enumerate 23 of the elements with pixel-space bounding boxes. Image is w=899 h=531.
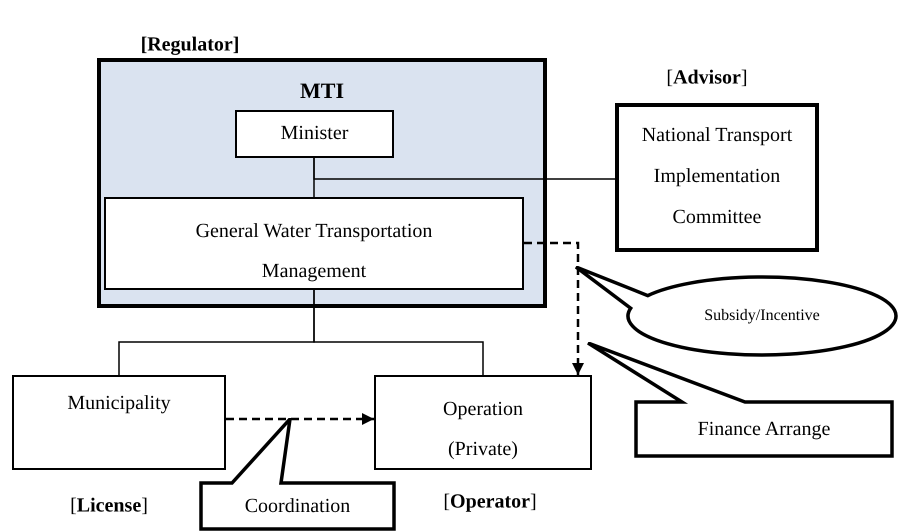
process-box xyxy=(615,103,819,252)
role-label: [Operator] xyxy=(443,490,537,514)
role-label: [Advisor] xyxy=(666,66,748,90)
process-box xyxy=(12,375,226,470)
process-box xyxy=(104,197,524,290)
arrow xyxy=(524,242,584,375)
callout-text: Coordination xyxy=(244,494,352,518)
organization-panel xyxy=(97,58,547,308)
box-label: Operation (Private) xyxy=(442,397,524,462)
callout-text: Finance Arrange xyxy=(696,417,832,441)
arrow xyxy=(226,413,374,425)
process-box xyxy=(374,375,592,470)
box-label: Municipality xyxy=(66,391,172,415)
connector-line xyxy=(313,290,484,375)
process-box xyxy=(235,110,394,158)
connector-line xyxy=(313,158,615,180)
group-title: MTI xyxy=(299,78,345,104)
box-label: General Water Transportation Management xyxy=(194,219,434,284)
callout-text: Subsidy/Incentive xyxy=(703,306,821,326)
box-label: National Transport Implementation Committee xyxy=(640,123,794,230)
role-label: [Regulator] xyxy=(140,34,240,56)
role-label: [License] xyxy=(70,494,148,518)
box-label: Minister xyxy=(280,121,350,145)
